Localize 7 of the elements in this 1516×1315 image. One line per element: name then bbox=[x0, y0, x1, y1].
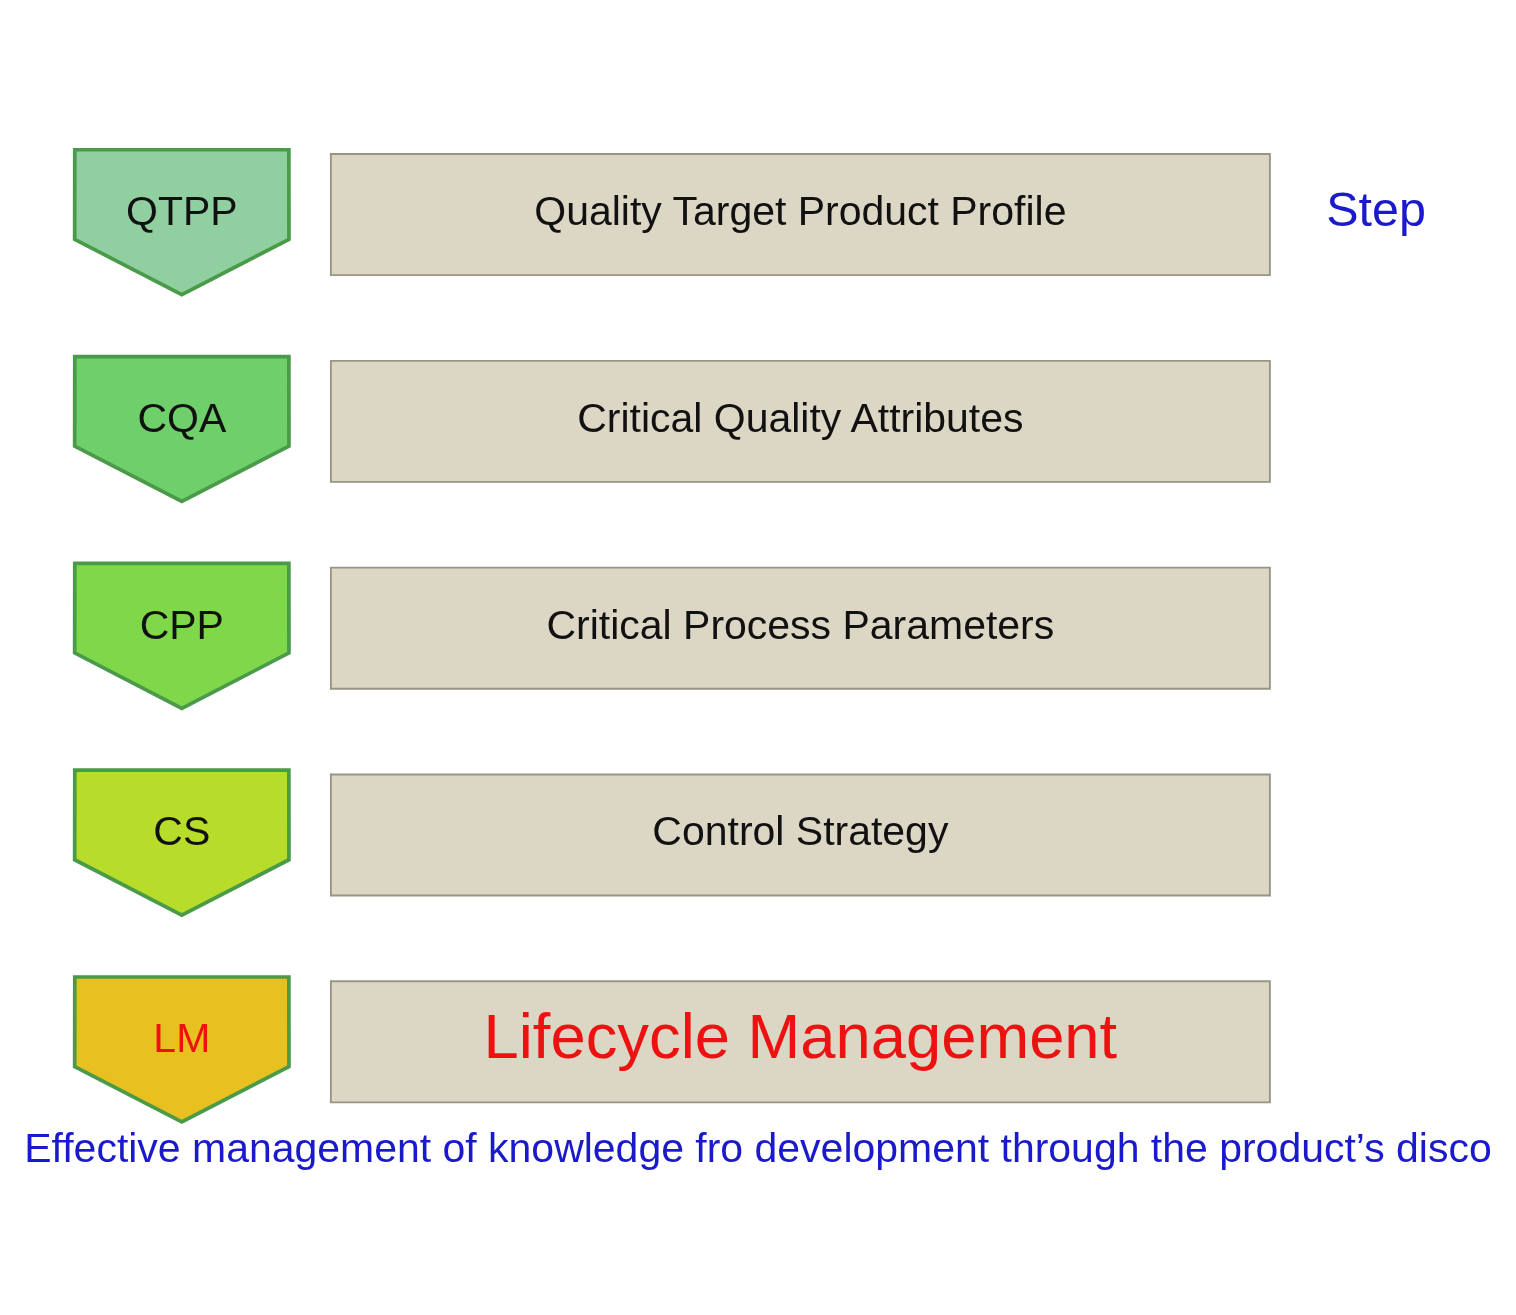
caption: Effective management of knowledge fro development through the product’s disco bbox=[24, 1124, 1492, 1171]
node-box: Control Strategy bbox=[329, 773, 1271, 896]
node-box: Lifecycle Management bbox=[329, 979, 1271, 1103]
node-box: Critical Process Parameters bbox=[329, 566, 1271, 690]
label: Step bbox=[1326, 181, 1426, 236]
node-box: Critical Quality Attributes bbox=[329, 359, 1271, 483]
node-box: Quality Target Product Profile bbox=[329, 152, 1271, 276]
